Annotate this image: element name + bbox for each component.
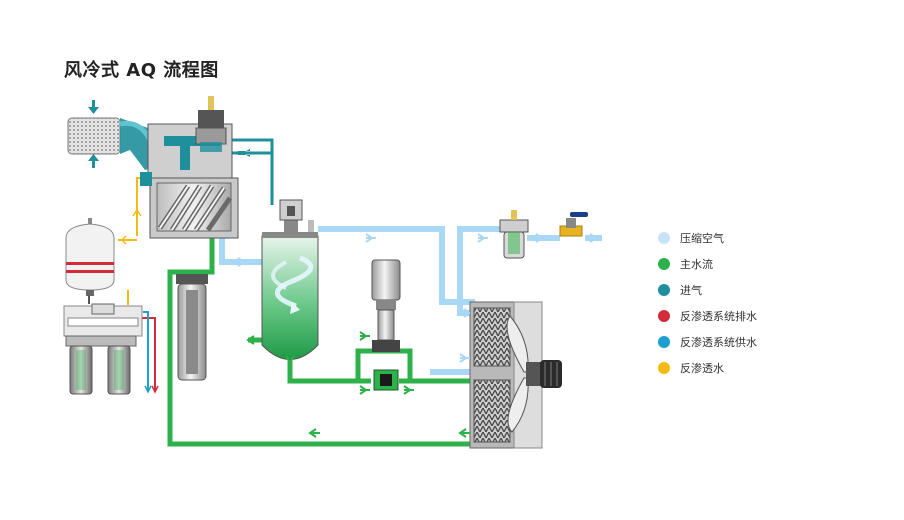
water-pump: [371, 259, 401, 391]
intake-arrow-up-icon: [88, 154, 99, 168]
cooling-fan: [506, 315, 562, 433]
legend-dot-icon: [658, 362, 670, 374]
legend-dot-icon: [658, 232, 670, 244]
water-line-compressor-to-filter: [167, 236, 475, 447]
legend-label: 进气: [680, 284, 702, 297]
legend-label: 反渗透水: [680, 362, 724, 375]
ro-supply-line: [143, 311, 149, 392]
arrow-left-icon: [246, 335, 258, 345]
arrow-right-icon: [359, 331, 370, 341]
legend-dot-icon: [658, 284, 670, 296]
outlet-ball-valve: [559, 212, 588, 237]
water-line-tank-bottom: [287, 360, 371, 384]
arrow-up-icon: [132, 208, 142, 217]
intake-arrow-down-icon: [88, 100, 99, 114]
separator-swirl-arrow-icon: [290, 302, 300, 314]
air-intake-filter: [67, 117, 161, 170]
arrow-right-icon: [589, 233, 600, 243]
arrow-left-icon: [458, 308, 470, 318]
legend-label: 压缩空气: [680, 232, 724, 245]
ro-permeate-line: [136, 177, 150, 236]
inline-air-filter: [499, 210, 529, 259]
arrow-right-icon: [535, 233, 546, 243]
arrow-right-icon: [459, 353, 470, 363]
ro-system-unit: [63, 303, 143, 395]
arrow-left-icon: [120, 235, 127, 245]
legend-dot-icon: [658, 336, 670, 348]
page-title: 风冷式 AQ 流程图: [64, 60, 219, 81]
arrow-right-icon: [365, 233, 376, 243]
legend-label: 反渗透系统供水: [680, 336, 757, 349]
arrow-left-icon: [238, 149, 250, 157]
separator-tank: [261, 199, 319, 360]
water-filter: [176, 274, 208, 381]
arrow-left-icon: [308, 428, 320, 438]
ro-drain-line: [138, 317, 156, 392]
arrow-right-icon: [359, 385, 370, 395]
inlet-valve-actuator: [195, 96, 227, 152]
arrow-right-icon: [477, 233, 488, 243]
legend-label: 反渗透系统排水: [680, 310, 757, 323]
arrow-right-icon: [403, 385, 414, 395]
legend-dot-icon: [658, 258, 670, 270]
air-line-compressor-to-tank: [219, 236, 262, 265]
flow-arrows: [120, 149, 600, 438]
arrow-down-icon: [151, 385, 159, 394]
legend-label: 主水流: [680, 258, 713, 271]
arrow-down-icon: [285, 355, 295, 364]
arrow-left-icon: [458, 428, 470, 438]
legend-dot-icon: [658, 310, 670, 322]
arrow-right-icon: [237, 257, 248, 267]
ro-storage-tank: [65, 218, 115, 304]
main-water-lines: [167, 236, 475, 447]
arrow-down-icon: [144, 385, 152, 394]
